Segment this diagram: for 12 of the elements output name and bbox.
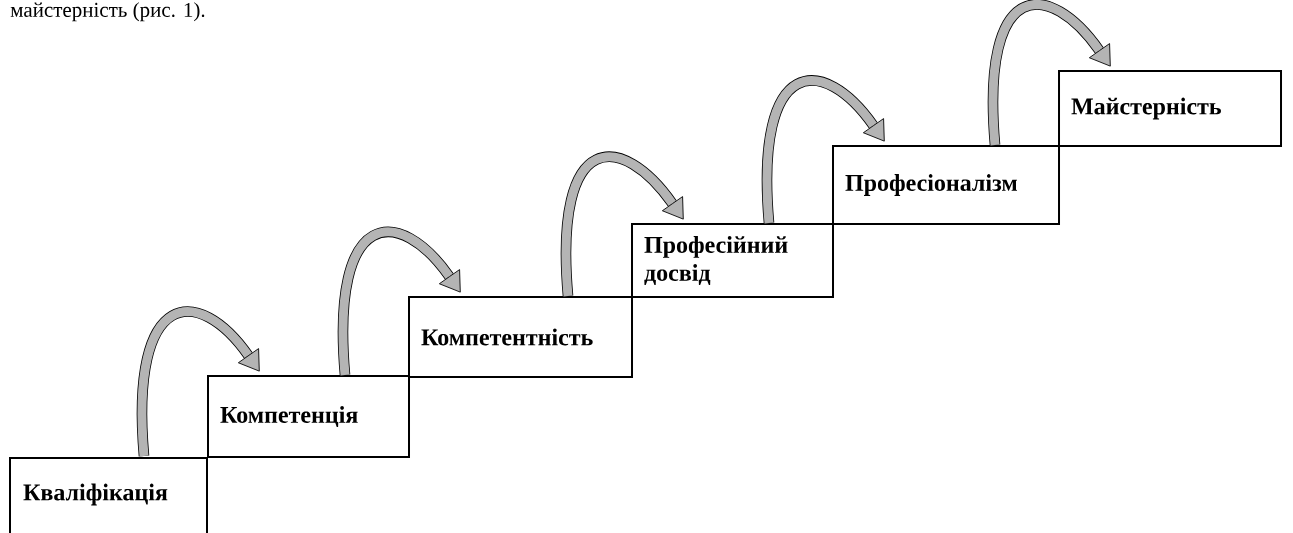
step-box: Компетентність xyxy=(408,296,633,378)
step-box: Кваліфікація xyxy=(9,457,208,533)
curved-arrow xyxy=(560,151,684,297)
step-box: Професіоналізм xyxy=(832,145,1060,225)
body-text: майстерність (рис. 1). xyxy=(10,2,205,22)
curved-arrow xyxy=(987,0,1111,146)
step-box: Майстерність xyxy=(1058,70,1282,147)
step-box: Професійний досвід xyxy=(631,223,834,298)
curved-arrow xyxy=(761,75,885,224)
curved-arrow xyxy=(136,306,260,457)
step-box: Компетенція xyxy=(207,375,410,458)
curved-arrow xyxy=(337,226,461,376)
